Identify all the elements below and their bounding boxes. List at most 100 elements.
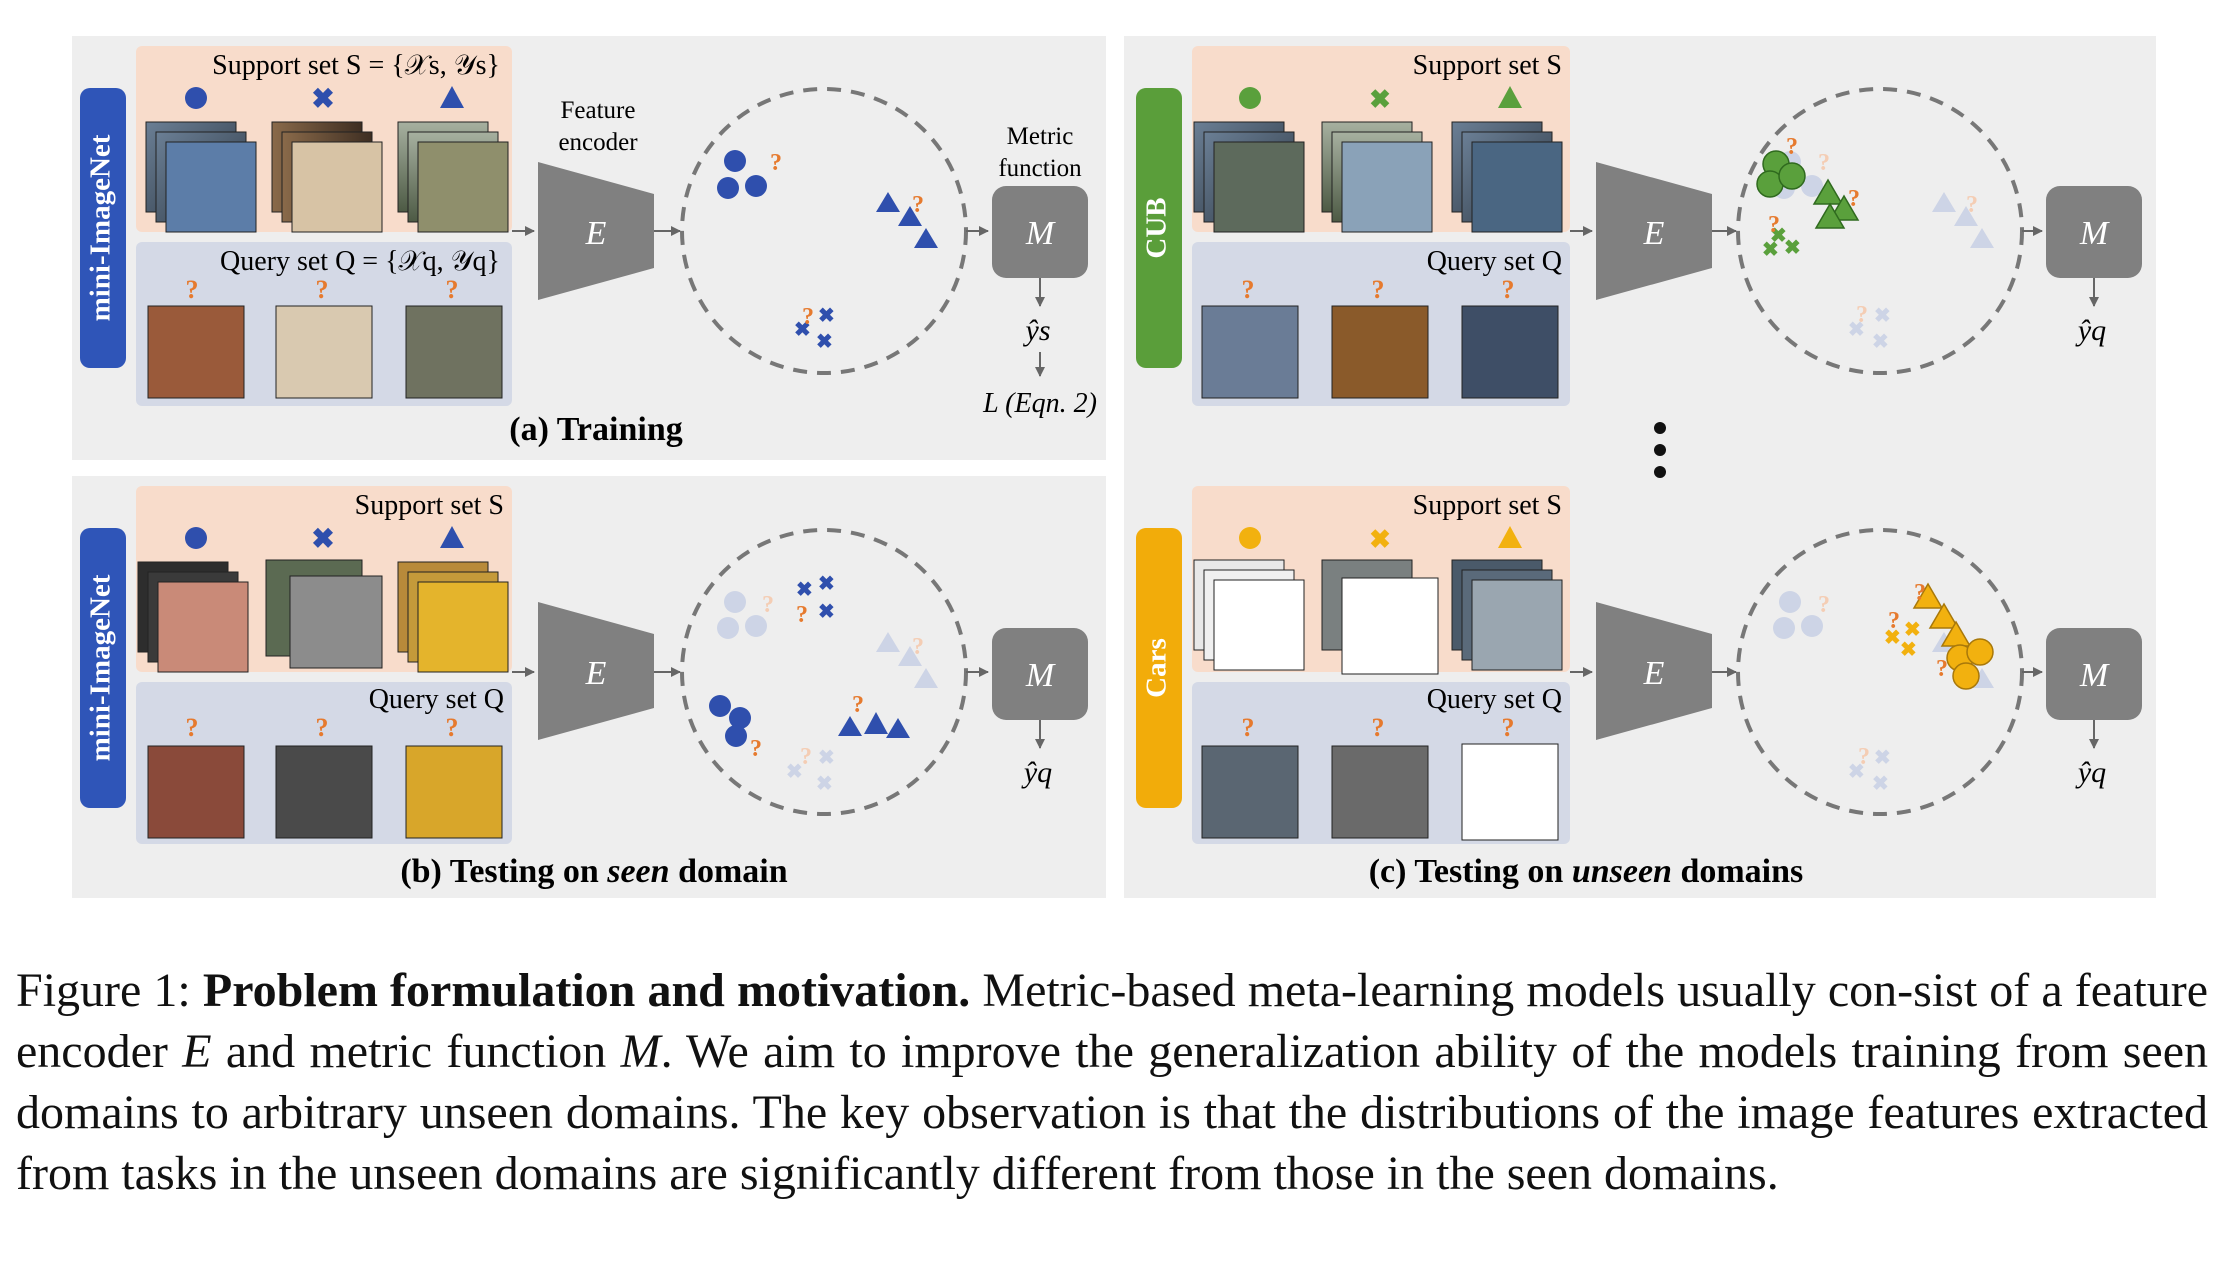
query-set-label: Query set Q bbox=[1427, 684, 1562, 715]
svg-text:?: ? bbox=[1966, 192, 1978, 218]
svg-text:✖: ✖ bbox=[1848, 319, 1865, 341]
prediction-label: ŷq bbox=[2075, 314, 2106, 347]
prediction-label: ŷq bbox=[1021, 756, 1052, 789]
svg-text:✖: ✖ bbox=[1770, 225, 1787, 247]
domain-label-badge bbox=[80, 528, 126, 808]
domain-label: mini-ImageNet bbox=[85, 134, 117, 321]
panel-caption: (a) Training bbox=[509, 411, 683, 448]
domain-label: CUB bbox=[1141, 197, 1173, 258]
svg-text:?: ? bbox=[1786, 134, 1798, 160]
figure-label: Figure 1: bbox=[16, 964, 203, 1017]
metric-title: Metric bbox=[1007, 123, 1074, 150]
svg-text:?: ? bbox=[750, 736, 762, 762]
metric-title-2: function bbox=[998, 155, 1082, 182]
svg-text:?: ? bbox=[316, 275, 329, 304]
svg-text:✖: ✖ bbox=[1848, 761, 1865, 783]
domain-cars: Cars Support set S ✖ Query set Q ? ? bbox=[1136, 486, 2142, 844]
svg-text:?: ? bbox=[1242, 713, 1255, 742]
feature-encoder bbox=[538, 602, 654, 740]
support-images bbox=[1193, 121, 1563, 233]
panel-caption: (c) Testing on unseen domains bbox=[1369, 853, 1804, 890]
svg-text:✖: ✖ bbox=[818, 573, 835, 595]
encoder-symbol: E bbox=[585, 655, 607, 692]
svg-text:?: ? bbox=[186, 713, 199, 742]
svg-text:?: ? bbox=[1818, 592, 1830, 618]
prediction-label: ŷq bbox=[2075, 756, 2106, 789]
class-circle-icon bbox=[1239, 527, 1261, 549]
svg-text:?: ? bbox=[446, 275, 459, 304]
support-set-label: Support set S bbox=[355, 490, 504, 521]
svg-text:?: ? bbox=[1768, 212, 1780, 238]
domain-cub: CUB Support set S ✖ Query set Q ? ? bbox=[1136, 46, 2142, 406]
domain-label: mini-ImageNet bbox=[85, 574, 117, 761]
svg-text:✖: ✖ bbox=[786, 761, 803, 783]
svg-text:✖: ✖ bbox=[1900, 639, 1917, 661]
svg-text:✖: ✖ bbox=[818, 747, 835, 769]
svg-text:?: ? bbox=[316, 713, 329, 742]
class-triangle-icon bbox=[440, 526, 464, 548]
svg-text:?: ? bbox=[1242, 275, 1255, 304]
svg-text:?: ? bbox=[912, 634, 924, 660]
panel-caption: (b) Testing on seen domain bbox=[400, 853, 787, 890]
query-set-label: Query set Q bbox=[1427, 246, 1562, 277]
encoder-title: Feature bbox=[561, 97, 636, 124]
metric-symbol: M bbox=[1025, 215, 1056, 252]
metric-symbol: M bbox=[2079, 657, 2110, 694]
feature-points: ? ? ✖ ✖ ✖ ? ✖ ✖ ✖ ? ? ? bbox=[709, 573, 938, 795]
support-set-label: Support set S bbox=[1413, 490, 1562, 521]
svg-text:?: ? bbox=[1888, 608, 1900, 634]
query-set-label: Query set Q bbox=[369, 684, 504, 715]
more-domains-ellipsis bbox=[1654, 422, 1666, 478]
svg-text:✖: ✖ bbox=[816, 331, 833, 353]
query-images: ? ? ? bbox=[147, 275, 503, 399]
svg-text:?: ? bbox=[1848, 186, 1860, 212]
figure-caption: Figure 1: Problem formulation and motiva… bbox=[16, 964, 2209, 1200]
svg-text:?: ? bbox=[762, 592, 774, 618]
svg-text:?: ? bbox=[796, 602, 808, 628]
svg-text:?: ? bbox=[1914, 580, 1926, 606]
class-circle-icon bbox=[185, 527, 207, 549]
svg-text:?: ? bbox=[852, 692, 864, 718]
svg-text:?: ? bbox=[1856, 302, 1868, 328]
svg-text:✖: ✖ bbox=[818, 305, 835, 327]
svg-text:✖: ✖ bbox=[794, 319, 811, 341]
svg-text:?: ? bbox=[1818, 150, 1830, 176]
svg-text:✖: ✖ bbox=[1884, 627, 1901, 649]
svg-text:?: ? bbox=[446, 713, 459, 742]
feature-points: ? ? ✖ ✖ ✖ ? bbox=[717, 150, 938, 353]
metric-symbol: M bbox=[1025, 657, 1056, 694]
encoder-title-2: encoder bbox=[558, 129, 638, 156]
query-images: ? ? ? bbox=[1201, 275, 1559, 399]
panel-testing-seen: mini-ImageNet Support set S ✖ Query set … bbox=[72, 476, 1106, 898]
feature-encoder bbox=[1596, 602, 1712, 740]
query-images: ? ? ? bbox=[147, 713, 503, 839]
query-images: ? ? ? bbox=[1201, 713, 1559, 841]
svg-text:✖: ✖ bbox=[1874, 305, 1891, 327]
svg-text:?: ? bbox=[912, 192, 924, 218]
encoder-symbol: E bbox=[1643, 655, 1665, 692]
class-triangle-icon bbox=[440, 86, 464, 108]
encoder-symbol: E bbox=[585, 215, 607, 252]
domain-label-badge bbox=[1136, 88, 1182, 368]
loss-label: L (Eqn. 2) bbox=[982, 388, 1097, 419]
svg-text:✖: ✖ bbox=[1904, 619, 1921, 641]
metric-function bbox=[992, 628, 1088, 720]
domain-label: Cars bbox=[1141, 638, 1173, 698]
svg-text:✖: ✖ bbox=[1872, 773, 1889, 795]
class-cross-icon: ✖ bbox=[1369, 525, 1391, 554]
panel-testing-unseen: CUB Support set S ✖ Query set Q ? ? bbox=[1124, 36, 2156, 898]
feature-points: ? ✖ ✖ ✖ ? ? ✖ ✖ ✖ ? ? bbox=[1773, 580, 1994, 795]
support-set-label: Support set S = {𝒳s, 𝒴s} bbox=[212, 50, 500, 81]
class-cross-icon: ✖ bbox=[311, 84, 334, 115]
svg-text:✖: ✖ bbox=[1874, 747, 1891, 769]
svg-text:?: ? bbox=[186, 275, 199, 304]
svg-text:✖: ✖ bbox=[816, 773, 833, 795]
support-images bbox=[1193, 559, 1563, 675]
feature-encoder bbox=[538, 162, 654, 300]
svg-text:?: ? bbox=[800, 744, 812, 770]
domain-label-badge bbox=[80, 88, 126, 368]
svg-text:✖: ✖ bbox=[1784, 237, 1801, 259]
svg-text:✖: ✖ bbox=[818, 601, 835, 623]
encoder-symbol: E bbox=[1643, 215, 1665, 252]
feature-encoder bbox=[1596, 162, 1712, 300]
